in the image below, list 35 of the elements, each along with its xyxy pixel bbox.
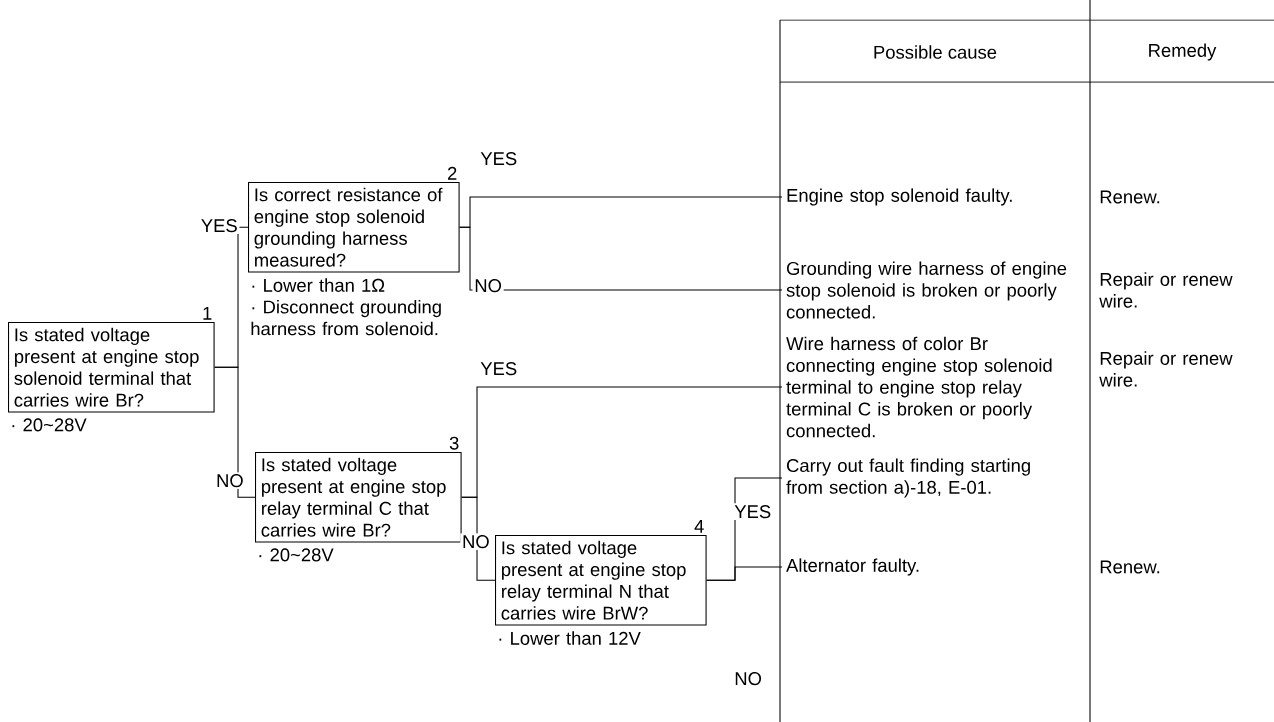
remedy-text: Repair or renew wire. — [1099, 272, 1233, 308]
note-text: · 20~28V — [12, 418, 87, 432]
edge-label: YES — [199, 217, 240, 234]
note-text: · Lower than 1Ω — [252, 278, 385, 292]
connector-line — [706, 566, 783, 581]
cause-text: Alternator faulty. — [786, 558, 919, 576]
cause-text: Engine stop solenoid faulty. — [787, 188, 1012, 206]
note-text: · Lower than 12V — [499, 631, 641, 645]
decision-box: Is stated voltage present at engine stop relay terminal C that carries wire Br? 3 — [255, 436, 462, 543]
edge-label: NO — [214, 472, 246, 489]
edge-label: YES — [478, 360, 519, 377]
edge-label: YES — [732, 503, 773, 520]
decision-box: Is correct resistance of engine stop solenoid grounding harness measured? 2 — [248, 166, 460, 273]
table-header: Remedy — [1149, 43, 1217, 61]
table-header: Possible cause — [874, 45, 997, 59]
edge-label: NO — [460, 533, 492, 550]
decision-box: Is stated voltage present at engine stop solenoid terminal that carries wire Br? 1 — [8, 307, 215, 413]
node-label: 2 — [448, 166, 457, 180]
note-text: · Disconnect grounding harness from solenoid. — [251, 299, 441, 336]
decision-box: Is stated voltage present at engine stop relay terminal N that carries wire BrW? 4 — [495, 520, 707, 626]
edge-label: NO — [472, 277, 504, 294]
edge-label: NO — [732, 670, 764, 687]
remedy-text: Repair or renew wire. — [1099, 351, 1233, 387]
connector-line — [459, 226, 783, 291]
note-text: · 20~28V — [259, 548, 334, 562]
connector-line — [214, 366, 256, 498]
remedy-text: Renew. — [1100, 560, 1160, 574]
node-label: 3 — [449, 436, 459, 450]
node-label: 1 — [203, 307, 212, 320]
cause-text: Grounding wire harness of engine stop solenoid is broken or poorly connected. — [786, 261, 1067, 319]
cause-text: Wire harness of color Br connecting engine stop solenoid terminal to engine stop relay terminal C is broken or poorly connected. — [786, 336, 1052, 438]
edge-label: YES — [478, 150, 519, 167]
remedy-text: Renew. — [1100, 190, 1160, 204]
cause-text: Carry out fault finding starting from section a)-18, E-01. — [786, 458, 1030, 498]
node-label: 4 — [694, 520, 704, 533]
